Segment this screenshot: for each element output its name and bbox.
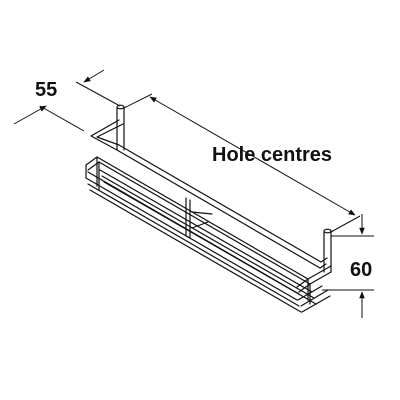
wire-shelf xyxy=(85,104,332,313)
height-dimension: 60 xyxy=(322,214,374,318)
depth-dimension: 55 xyxy=(13,69,121,132)
back-rail xyxy=(90,119,328,269)
hole-centres-label: Hole centres xyxy=(212,144,332,166)
bottom-grid xyxy=(96,156,332,313)
hole-centres-dimension: Hole centres xyxy=(123,93,361,233)
depth-label: 55 xyxy=(35,79,57,101)
right-post xyxy=(323,228,332,273)
height-label: 60 xyxy=(350,259,372,281)
left-post xyxy=(116,104,125,151)
